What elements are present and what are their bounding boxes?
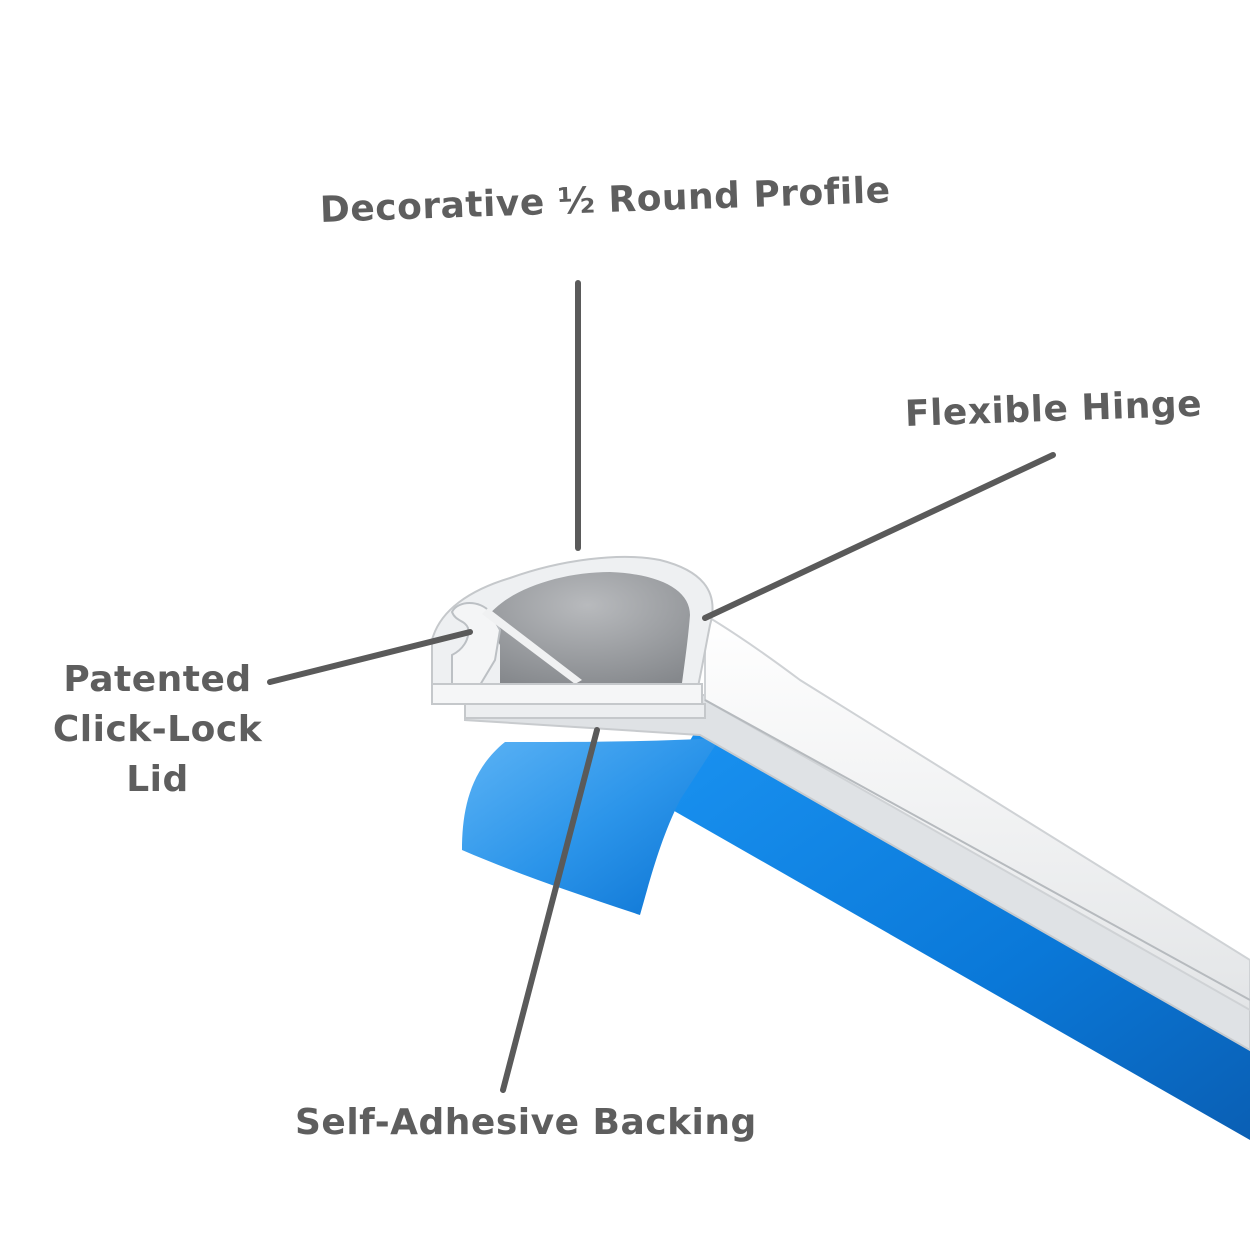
click-lock-hook: [450, 602, 502, 686]
label-lid: Patented Click-Lock Lid: [40, 655, 275, 805]
trunking-edge-line: [704, 699, 1250, 1001]
adhesive-tape: [655, 715, 1250, 1140]
trunking-body: [704, 613, 1250, 1012]
leader-hinge: [702, 452, 1056, 621]
leader-backing: [500, 727, 600, 1093]
label-hinge: Flexible Hinge: [904, 383, 1203, 435]
label-backing: Self-Adhesive Backing: [295, 1102, 757, 1143]
base-plate: [431, 683, 703, 705]
inner-fin: [482, 608, 582, 684]
base-foot: [464, 703, 706, 719]
profile-interior: [485, 572, 690, 683]
label-lid-line-1: Patented: [63, 659, 252, 700]
label-lid-line-2: Click-Lock: [52, 709, 263, 750]
leader-lid: [267, 629, 473, 685]
leader-lines: [267, 280, 1056, 1093]
label-lid-line-3: Lid: [126, 759, 189, 800]
peeled-liner: [462, 738, 720, 915]
